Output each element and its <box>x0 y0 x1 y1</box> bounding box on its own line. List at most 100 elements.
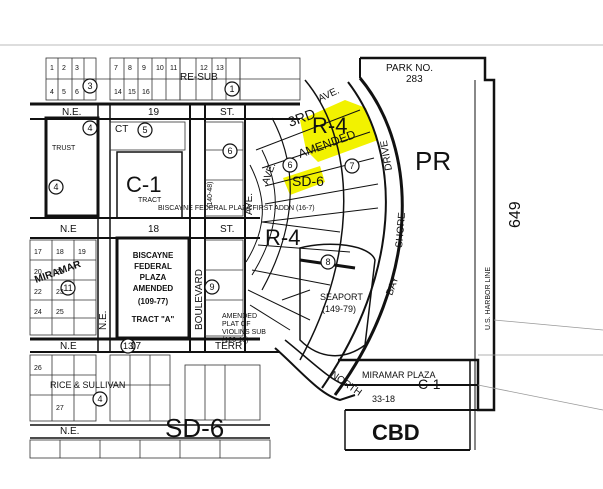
circle-num-6: 4 <box>53 182 58 192</box>
circle-num-9: 13 <box>123 341 133 351</box>
lot-number: 25 <box>56 309 64 316</box>
biscayne-amended-line1: BISCAYNE <box>133 251 174 260</box>
biscayne-amended-line3: PLAZA <box>140 273 167 282</box>
circle-num-11: 7 <box>349 161 354 171</box>
zone-pr: PR <box>415 146 451 176</box>
biscayne-first-label: BISCAYNE FEDERAL PLAZA FIRST ADDN (16-7) <box>158 205 315 212</box>
lot-number: 13 <box>216 65 224 72</box>
lot-number: 8 <box>128 65 132 72</box>
street-18-st: ST. <box>220 224 234 235</box>
lot-number: 16 <box>142 89 150 96</box>
street-shore: SHORE <box>394 212 408 249</box>
lot-number: 5 <box>62 89 66 96</box>
trust-label: TRUST <box>52 145 76 152</box>
street-ave-curve: AVE. <box>317 85 342 104</box>
biscayne-amended-line6: TRACT "A" <box>132 315 175 324</box>
street-drive: DRIVE <box>379 139 395 171</box>
street-boulevard: BOULEVARD <box>194 269 205 330</box>
lot-number: 19 <box>78 249 86 256</box>
lot-number: 1 <box>50 65 54 72</box>
seaport-number: (149-79) <box>322 304 356 314</box>
zone-cbd: CBD <box>372 420 420 445</box>
street-ne-17: N.E <box>60 341 77 352</box>
zone-c1-right: C-1 <box>418 376 441 392</box>
lot-number: 24 <box>34 309 42 316</box>
block-circles <box>48 78 360 407</box>
lot-number: 2 <box>62 65 66 72</box>
biscayne-amended-label: BISCAYNE FEDERAL PLAZA AMENDED (109-77) … <box>132 251 175 324</box>
street-ne-ave-left: N.E. <box>98 311 109 330</box>
lot-number: 14 <box>114 89 122 96</box>
block-circle-numbers: 3 1 5 4 6 4 11 9 13 4 7 6 8 <box>53 81 354 404</box>
street-terr: TERR <box>215 341 242 352</box>
lot-number: 6 <box>75 89 79 96</box>
zone-sd6-top: SD-6 <box>292 173 324 189</box>
zone-r4-top: R-4 <box>312 113 347 138</box>
rice-sullivan-label: RICE & SULLIVAN <box>50 380 125 390</box>
amended-plat-line4: (126-18) <box>222 337 248 344</box>
circle-num-10: 4 <box>97 394 102 404</box>
circle-num-13: 8 <box>325 257 330 267</box>
street-ne-19: N.E. <box>62 107 81 118</box>
lot-number: 11 <box>170 65 177 72</box>
street-17-num: 17 <box>130 341 142 352</box>
ct-label: CT <box>115 124 128 135</box>
circle-num-3: 5 <box>142 125 147 135</box>
re-sub-label: RE-SUB <box>180 72 218 83</box>
lot-number: 18 <box>56 249 64 256</box>
biscayne-amended-line2: FEDERAL <box>134 262 172 271</box>
street-ne-ave-curve: AVE. <box>260 162 278 186</box>
amended-plat-line2: PLAT OF <box>222 321 251 328</box>
lot-number: 3 <box>75 65 79 72</box>
street-19-num: 19 <box>148 107 160 118</box>
plat-140-label: (140-48) <box>207 182 214 208</box>
street-18-num: 18 <box>148 224 160 235</box>
zone-sd6-bottom: SD-6 <box>165 413 224 443</box>
bay-shore-drive <box>245 77 404 402</box>
lot-number: 23 <box>56 289 64 296</box>
circle-num-1: 3 <box>87 81 92 91</box>
tract-label: TRACT <box>138 197 162 204</box>
circle-num-12: 6 <box>287 160 292 170</box>
circle-num-8: 9 <box>209 282 214 292</box>
lot-number: 27 <box>56 405 64 412</box>
park-number: 283 <box>406 74 423 85</box>
amended-plat-line3: VIOLINS SUB <box>222 329 266 336</box>
lot-number: 4 <box>50 89 54 96</box>
circle-num-7: 11 <box>63 283 72 293</box>
miramar-plaza-label: MIRAMAR PLAZA <box>362 370 436 380</box>
street-ne-bottom: N.E. <box>60 426 79 437</box>
lot-number: 12 <box>200 65 208 72</box>
street-bay: BAY <box>384 275 401 297</box>
lot-number: 22 <box>34 289 42 296</box>
lot-number: 21 <box>56 269 64 276</box>
circle-num-4: 4 <box>87 123 92 133</box>
zone-c1-left: C-1 <box>126 172 161 197</box>
lot-number: 7 <box>114 65 118 72</box>
park-label: PARK NO. <box>386 63 433 74</box>
circle-num-2: 1 <box>229 84 234 94</box>
zone-r4-mid: R-4 <box>265 225 300 250</box>
lot-number: 20 <box>34 269 42 276</box>
biscayne-amended-line5: (109-77) <box>138 297 169 306</box>
park-outline <box>338 56 603 451</box>
biscayne-amended-line4: AMENDED <box>133 284 174 293</box>
seaport-label: SEAPORT <box>320 292 363 302</box>
lot-number: 10 <box>156 65 164 72</box>
street-harbor-line: U.S. HARBOR LINE <box>485 267 492 330</box>
lot-number: 15 <box>128 89 136 96</box>
circle-num-5: 6 <box>227 146 232 156</box>
amended-plat-label: AMENDED PLAT OF VIOLINS SUB (126-18) <box>222 313 266 344</box>
street-ne-18: N.E <box>60 224 77 235</box>
highlighted-parcel-north <box>300 100 378 162</box>
street-19-st: ST. <box>220 107 234 118</box>
lot-number: 17 <box>34 249 42 256</box>
amended-plat-line1: AMENDED <box>222 313 257 320</box>
street-ave-biscayne: AVE. <box>244 193 255 215</box>
harbor-number: 649 <box>507 201 524 228</box>
lot-number: 9 <box>142 65 146 72</box>
miramar-plaza-number: 33-18 <box>372 394 395 404</box>
lot-number: 26 <box>34 365 42 372</box>
